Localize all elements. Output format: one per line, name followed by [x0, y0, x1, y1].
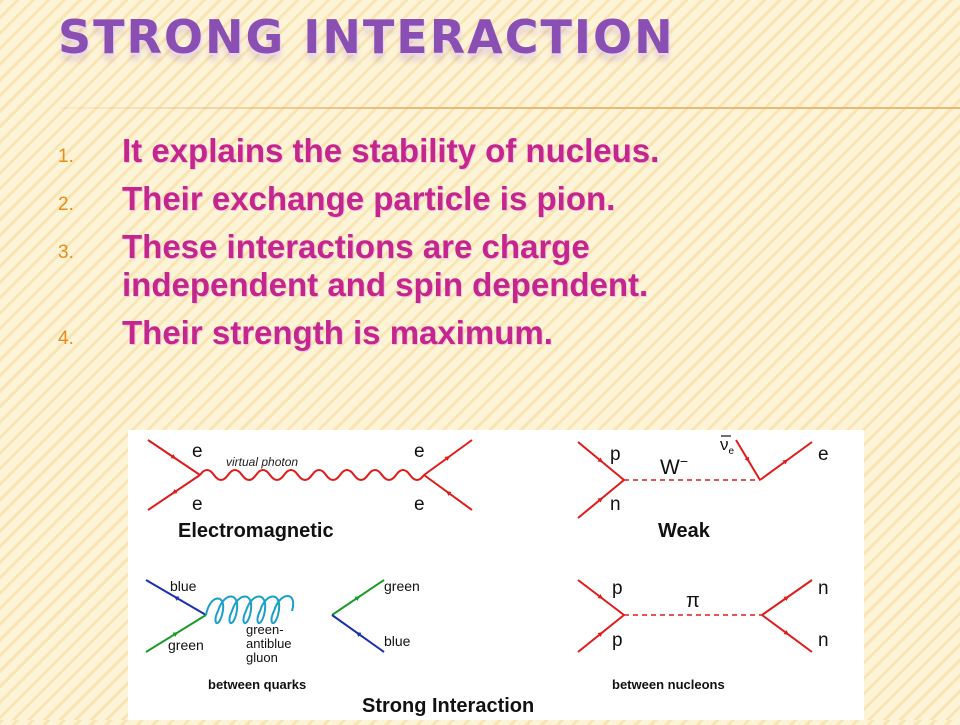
quark-label-blue: blue [384, 633, 411, 649]
quark-label-green: green [168, 637, 204, 653]
em-label-e: e [192, 441, 203, 462]
points-list: 1. It explains the stability of nucleus.… [58, 132, 938, 362]
em-label-e: e [414, 494, 425, 515]
nucleon-label-n: n [818, 630, 829, 651]
feynman-diagrams-svg: e e e e virtual photon Electromagnetic p… [145, 435, 829, 717]
gluon-label: green- [246, 622, 284, 637]
em-label-e: e [414, 441, 425, 462]
weak-label-w: W− [660, 453, 688, 479]
quarks-caption: between quarks [208, 677, 306, 692]
em-diagram: e e e e virtual photon Electromagnetic [147, 439, 473, 542]
em-caption: Electromagnetic [178, 520, 334, 542]
pion-label: π [686, 590, 700, 612]
item-number: 4. [58, 328, 74, 349]
em-mediator-label: virtual photon [226, 455, 298, 469]
weak-label-nu: νe [720, 435, 735, 457]
strong-interaction-caption: Strong Interaction [362, 695, 534, 717]
feynman-diagrams: e e e e virtual photon Electromagnetic p… [128, 430, 864, 720]
item-number: 2. [58, 194, 74, 215]
weak-caption: Weak [658, 520, 711, 542]
item-text: Their strength is maximum. [122, 314, 553, 351]
item-number: 1. [58, 146, 74, 167]
weak-label-n: n [610, 494, 621, 515]
list-item: 3. These interactions are charge indepen… [58, 228, 938, 304]
em-label-e: e [192, 494, 203, 515]
slide-title: STRONG INTERACTION [58, 10, 675, 64]
title-divider [60, 107, 960, 109]
item-number: 3. [58, 242, 74, 263]
nucleon-label-p: p [612, 578, 623, 599]
weak-label-e: e [818, 444, 829, 465]
list-item: 1. It explains the stability of nucleus. [58, 132, 938, 170]
gluon-label: antiblue [246, 636, 292, 651]
quark-label-green: green [384, 578, 420, 594]
nucleons-caption: between nucleons [612, 677, 725, 692]
nucleon-label-p: p [612, 630, 623, 651]
item-text: It explains the stability of nucleus. [122, 132, 660, 169]
gluon-label: gluon [246, 650, 278, 665]
item-text: Their exchange particle is pion. [122, 180, 616, 217]
weak-diagram: p n W− νe e Weak [577, 435, 829, 542]
nucleons-diagram: p p π n n between nucleons [577, 578, 829, 692]
list-item: 4. Their strength is maximum. [58, 314, 938, 352]
quarks-diagram: blue green green blue green- antiblue gl… [145, 578, 420, 692]
item-text: These interactions are charge independen… [122, 228, 649, 303]
weak-label-p: p [610, 444, 621, 465]
quark-label-blue: blue [170, 578, 197, 594]
nucleon-label-n: n [818, 578, 829, 599]
list-item: 2. Their exchange particle is pion. [58, 180, 938, 218]
